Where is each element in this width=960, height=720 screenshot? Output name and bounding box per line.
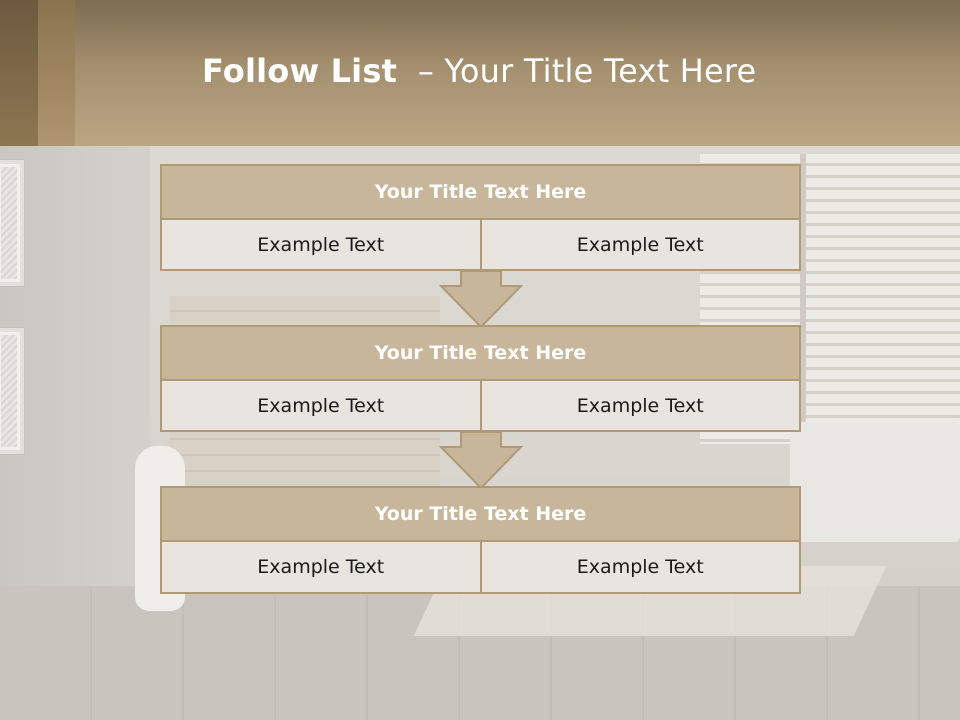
- wall-picture-frame: [0, 328, 24, 454]
- block-cell-right: Example Text: [479, 220, 799, 269]
- wall-picture-frame: [0, 160, 24, 286]
- block-cell-left: Example Text: [162, 381, 480, 430]
- slide-title-rest: – Your Title Text Here: [417, 52, 757, 90]
- block-cell-right: Example Text: [479, 542, 799, 592]
- down-arrow-icon: [439, 431, 523, 491]
- block-row: Example Text Example Text: [160, 220, 801, 271]
- block-title: Your Title Text Here: [160, 486, 801, 542]
- list-block-3: Your Title Text Here Example Text Exampl…: [160, 486, 801, 594]
- block-cell-right: Example Text: [479, 381, 799, 430]
- header-accent-dark: [0, 0, 38, 146]
- block-cell-left: Example Text: [162, 542, 480, 592]
- window-frame: [800, 154, 806, 444]
- header-accent-mid: [38, 0, 75, 146]
- slide-title: Follow List – Your Title Text Here: [202, 52, 756, 90]
- sofa: [790, 422, 960, 542]
- list-block-1: Your Title Text Here Example Text Exampl…: [160, 164, 801, 271]
- down-arrow-icon: [439, 270, 523, 330]
- block-row: Example Text Example Text: [160, 381, 801, 432]
- block-title: Your Title Text Here: [160, 164, 801, 220]
- block-row: Example Text Example Text: [160, 542, 801, 594]
- block-cell-left: Example Text: [162, 220, 480, 269]
- block-title: Your Title Text Here: [160, 325, 801, 381]
- header-band: [0, 0, 960, 146]
- list-block-2: Your Title Text Here Example Text Exampl…: [160, 325, 801, 432]
- slide-title-bold: Follow List: [202, 52, 398, 90]
